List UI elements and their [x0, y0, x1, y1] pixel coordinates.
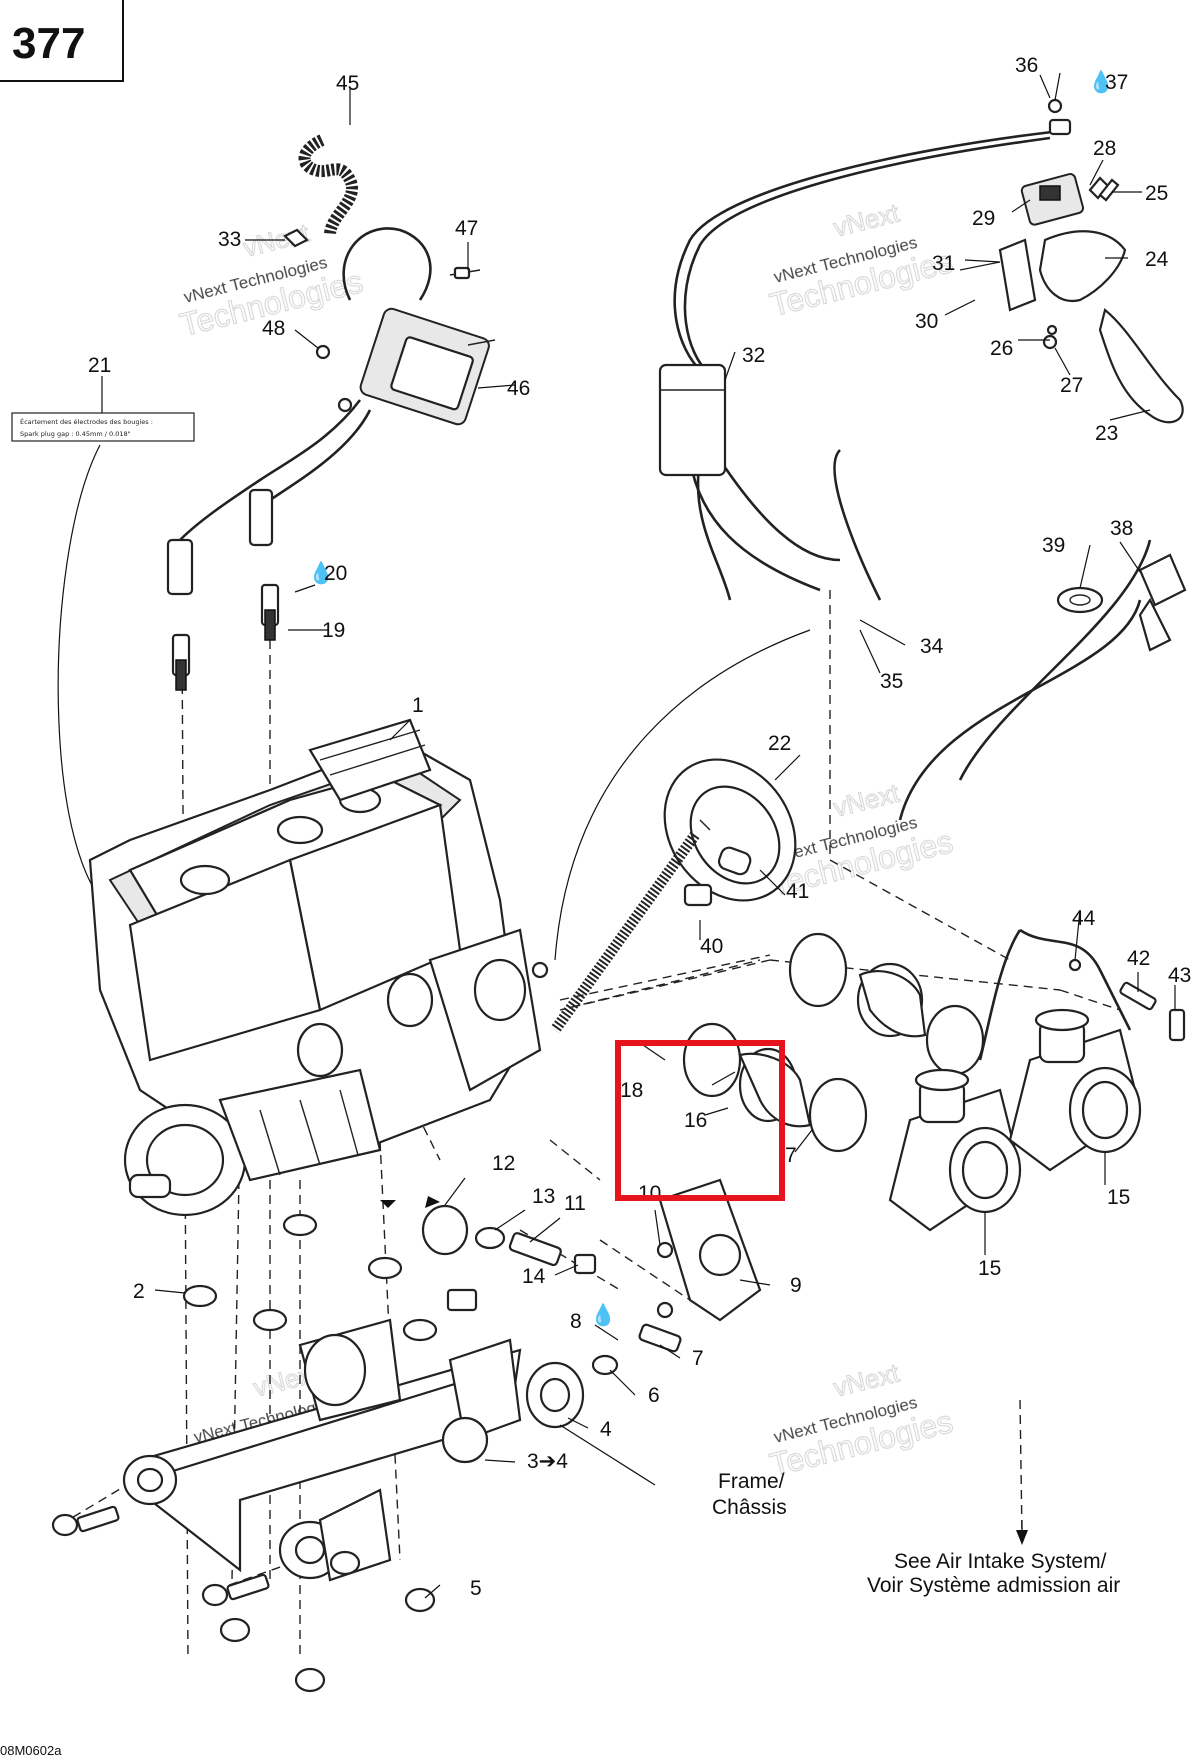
callout-11: 11	[564, 1192, 586, 1215]
highlight-box	[615, 1040, 785, 1201]
harness-connector-32	[658, 363, 727, 477]
watermark-line: vNext	[830, 197, 902, 242]
callout-35: 35	[880, 670, 903, 693]
spark-plug-gap-label: Écartement des électrodes des bougies : …	[11, 412, 195, 442]
mount-hardware-right	[525, 1323, 682, 1429]
callout-6: 6	[648, 1384, 660, 1407]
air-intake-arrow	[380, 1196, 1028, 1545]
engine-mount-3	[51, 1318, 522, 1607]
air-intake-line1: See Air Intake System/	[894, 1550, 1107, 1573]
fasteners-42-43-44	[1068, 958, 1186, 1042]
callout-12: 12	[492, 1152, 515, 1175]
throttle-housing-parts	[959, 173, 1184, 424]
note-line-1: Écartement des électrodes des bougies :	[20, 417, 153, 426]
callout-36: 36	[1015, 54, 1038, 77]
callout-1: 1	[412, 694, 424, 717]
watermark-line: vNext	[830, 777, 902, 822]
page-number: 377	[12, 19, 85, 68]
callout-28: 28	[1093, 137, 1116, 160]
drawing-code: 08M0602a	[0, 1743, 62, 1758]
spark-plugs-19	[171, 583, 280, 691]
callout-42: 42	[1127, 947, 1150, 970]
air-intake-reference: See Air Intake System/ Voir Système admi…	[867, 1550, 1120, 1597]
callout-33: 33	[218, 228, 241, 251]
callout-43: 43	[1168, 964, 1191, 987]
callout-48: 48	[262, 317, 285, 340]
callout-38: 38	[1110, 517, 1133, 540]
callout-labels: 1 2 3➔4 4 5 6 7 7 8 💧 9 10 11 12 13 14 1…	[88, 54, 1191, 1600]
callout-15: 15	[1107, 1186, 1130, 1209]
callout-46: 46	[507, 377, 530, 400]
sensor-38-nut-39	[1056, 553, 1187, 652]
callout-24: 24	[1145, 248, 1169, 271]
watermark-line: vNext	[830, 1357, 902, 1402]
note-line-2: Spark plug gap : 0.45mm / 0.018"	[20, 430, 131, 438]
callout-31: 31	[932, 252, 955, 275]
callout-34: 34	[920, 635, 944, 658]
oil-drop-icon: 💧	[590, 1302, 616, 1327]
flange-22	[663, 758, 797, 907]
callout-20: 20	[324, 562, 347, 585]
ignition-module-group	[166, 134, 496, 596]
air-intake-line2: Voir Système admission air	[867, 1574, 1120, 1597]
callout-32: 32	[742, 344, 765, 367]
callout-4: 4	[600, 1418, 612, 1441]
callout-9: 9	[790, 1274, 802, 1297]
frame-label-line2: Châssis	[712, 1496, 787, 1519]
callout-29: 29	[972, 207, 995, 230]
nuts-5-washers-2	[182, 1213, 478, 1693]
callout-8: 8	[570, 1310, 582, 1333]
callout-5: 5	[470, 1577, 482, 1600]
callout-41: 41	[786, 880, 809, 903]
leader-lines	[101, 72, 1176, 1599]
callout-7-intake: 7	[785, 1144, 797, 1167]
callout-16: 16	[684, 1109, 707, 1132]
callout-27: 27	[1060, 374, 1083, 397]
callout-26: 26	[990, 337, 1013, 360]
callout-25: 25	[1145, 182, 1168, 205]
frame-label-line1: Frame/	[718, 1470, 785, 1493]
sleeve-41	[717, 846, 752, 876]
callout-14: 14	[522, 1265, 546, 1288]
bracket-9	[656, 1178, 762, 1322]
callout-39: 39	[1042, 534, 1065, 557]
spring-40	[550, 819, 711, 1034]
oil-drop-icon: 💧	[1088, 69, 1114, 94]
callout-22: 22	[768, 732, 791, 755]
cable-end-36-37	[1047, 98, 1072, 136]
callout-37: 37	[1105, 71, 1128, 94]
callout-21: 21	[88, 354, 111, 377]
page-number-box: 377	[0, 0, 124, 82]
intake-clamps-and-boots	[682, 932, 985, 1153]
engine-block-1	[88, 718, 549, 1217]
callout-45: 45	[336, 72, 359, 95]
frame-label: Frame/ Châssis	[712, 1470, 787, 1519]
callout-2: 2	[133, 1280, 145, 1303]
callout-3-4: 3➔4	[527, 1450, 568, 1473]
callout-18: 18	[620, 1079, 643, 1102]
callout-40: 40	[700, 935, 723, 958]
callout-15-lower: 15	[978, 1257, 1001, 1280]
callout-19: 19	[322, 619, 345, 642]
callout-13: 13	[532, 1185, 555, 1208]
callout-47: 47	[455, 217, 478, 240]
callout-10: 10	[638, 1182, 661, 1205]
carburetors-15	[888, 1008, 1142, 1232]
oil-drop-icon: 💧	[308, 560, 334, 585]
callout-23: 23	[1095, 422, 1118, 445]
callout-7: 7	[692, 1347, 704, 1370]
wiring-harness	[673, 130, 1152, 1061]
callout-44: 44	[1072, 907, 1096, 930]
callout-30: 30	[915, 310, 938, 333]
mount-hardware-left	[421, 1204, 597, 1275]
